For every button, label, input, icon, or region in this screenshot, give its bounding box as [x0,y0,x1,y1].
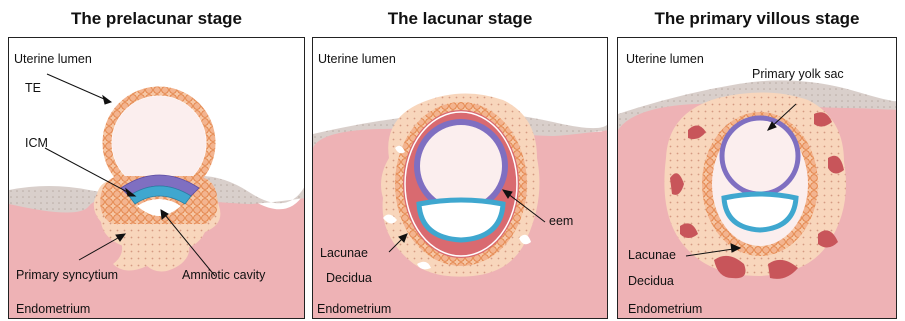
primary-syncytium-label: Primary syncytium [16,268,118,282]
uterine-lumen-label: Uterine lumen [14,52,92,66]
te-arrow [47,74,111,102]
icm-label: ICM [25,136,48,150]
panel-1-title: The prelacunar stage [8,6,305,32]
amniotic-cavity-label: Amniotic cavity [182,268,265,282]
uterine-lumen-label: Uterine lumen [626,52,704,66]
panel-prelacunar: Uterine lumen TE ICM Primary syncytium A… [8,37,305,319]
panel-2-title: The lacunar stage [312,6,608,32]
endometrium-label: Endometrium [628,302,702,316]
panel-primary-villous: Uterine lumen Primary yolk sac Lacunae D… [617,37,897,319]
primary-yolk-sac-label: Primary yolk sac [752,67,844,81]
panel-3-title: The primary villous stage [617,6,897,32]
epiblast-ring [417,122,505,210]
hypoblast [419,200,503,240]
panel-lacunar: Uterine lumen eem Lacunae Decidua Endome… [312,37,608,319]
primary-yolk-sac [722,118,798,194]
eem-label: eem [549,214,573,228]
decidua-label: Decidua [326,271,372,285]
syncytium-lower-lobe [113,234,189,272]
te-label: TE [25,81,41,95]
lacunae-label: Lacunae [628,248,676,262]
endometrium-label: Endometrium [317,302,391,316]
uterine-lumen-label: Uterine lumen [318,52,396,66]
lacunae-label: Lacunae [320,246,368,260]
endometrium-label: Endometrium [16,302,90,316]
decidua-label: Decidua [628,274,674,288]
hypoblast [724,194,796,230]
